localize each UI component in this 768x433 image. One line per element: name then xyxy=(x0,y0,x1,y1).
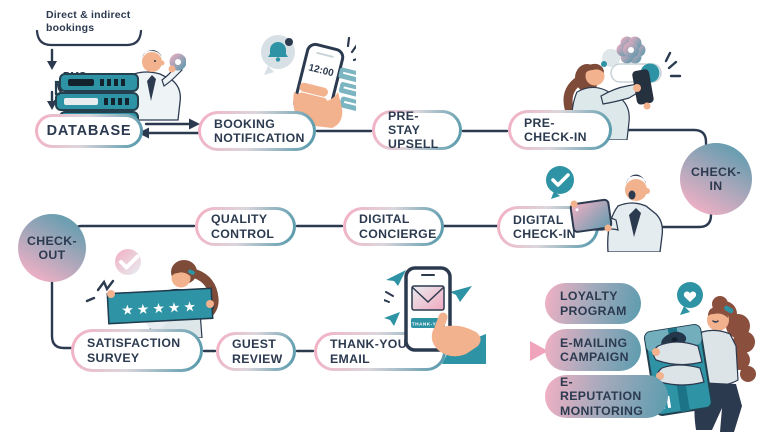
heart-bubble xyxy=(677,282,703,315)
star-rating-banner: ★★★★★ xyxy=(106,287,214,325)
node-e-mailing-campaign: E-MAILING CAMPAIGN xyxy=(545,329,641,371)
paper-plane-icons xyxy=(384,270,472,326)
node-loyalty-program-label: LOYALTY PROGRAM xyxy=(560,289,627,318)
node-database: DATABASE xyxy=(35,114,143,148)
node-pre-check-in-label: PRE- CHECK-IN xyxy=(524,115,587,144)
man-figure xyxy=(569,174,664,252)
node-e-mailing-campaign-label: E-MAILING CAMPAIGN xyxy=(560,335,629,364)
node-thank-you-email-label: THANK-YOU EMAIL xyxy=(330,337,407,366)
curly-hair xyxy=(711,296,756,382)
spark-marks xyxy=(664,51,682,78)
node-check-in: CHECK- IN xyxy=(680,143,752,215)
node-digital-check-in-label: DIGITAL CHECK-IN xyxy=(513,212,576,241)
node-guest-review-label: GUEST REVIEW xyxy=(232,337,283,366)
node-booking-notification-label: BOOKING NOTIFICATION xyxy=(214,116,305,145)
node-pre-check-in: PRE- CHECK-IN xyxy=(508,110,612,150)
satisfaction-survey-illustration: ★★★★★ xyxy=(85,249,219,338)
thank-you-arrow xyxy=(477,341,548,361)
thank-you-email-illustration: THANK-YOU xyxy=(384,266,486,364)
node-digital-concierge-label: DIGITAL CONCIERGE xyxy=(359,212,437,241)
node-loyalty-program: LOYALTY PROGRAM xyxy=(545,283,641,324)
arrowheads xyxy=(47,61,200,139)
node-pre-stay-upsell-label: PRE-STAY UPSELL xyxy=(388,108,439,152)
check-icon xyxy=(551,173,570,187)
bell-icon xyxy=(268,42,288,57)
envelope-icon xyxy=(411,285,445,311)
thank-you-button: THANK-YOU xyxy=(412,322,445,328)
hugging-arms xyxy=(652,341,705,386)
heart-icon xyxy=(683,291,697,302)
notification-badge xyxy=(285,38,293,46)
node-e-reputation-monitoring-label: E-REPUTATION MONITORING xyxy=(560,375,644,418)
spark-marks xyxy=(85,279,115,303)
node-check-out: CHECK- OUT xyxy=(18,214,86,282)
node-satisfaction-survey-label: SATISFACTION SURVEY xyxy=(87,336,181,365)
check-icon xyxy=(119,254,140,270)
node-quality-control-label: QUALITY CONTROL xyxy=(211,212,275,241)
node-digital-concierge: DIGITAL CONCIERGE xyxy=(343,207,444,246)
digital-check-in-illustration xyxy=(546,166,664,252)
holding-hand xyxy=(431,312,486,364)
phone-icon xyxy=(632,69,654,105)
node-database-label: DATABASE xyxy=(46,122,132,139)
five-star-rating: ★★★★★ xyxy=(121,298,199,318)
bracket-bookings xyxy=(35,29,143,47)
node-pre-stay-upsell: PRE-STAY UPSELL xyxy=(372,108,462,152)
node-quality-control: QUALITY CONTROL xyxy=(195,207,296,246)
spark-marks xyxy=(346,36,356,62)
node-check-out-label: CHECK- OUT xyxy=(27,233,77,262)
node-satisfaction-survey: SATISFACTION SURVEY xyxy=(71,329,203,372)
node-e-reputation-monitoring: E-REPUTATION MONITORING xyxy=(545,375,668,418)
node-booking-notification: BOOKING NOTIFICATION xyxy=(198,111,316,151)
check-bubble xyxy=(546,166,574,199)
node-check-in-label: CHECK- IN xyxy=(691,164,741,193)
spark-marks xyxy=(384,291,394,303)
tablet-icon xyxy=(569,198,613,233)
check-bubble xyxy=(115,249,141,275)
node-database-bg: DATABASE xyxy=(38,117,140,145)
label-direct-indirect-bookings: Direct & indirect bookings xyxy=(46,9,131,35)
bell-bubble xyxy=(261,35,295,75)
node-guest-review: GUEST REVIEW xyxy=(216,332,296,371)
